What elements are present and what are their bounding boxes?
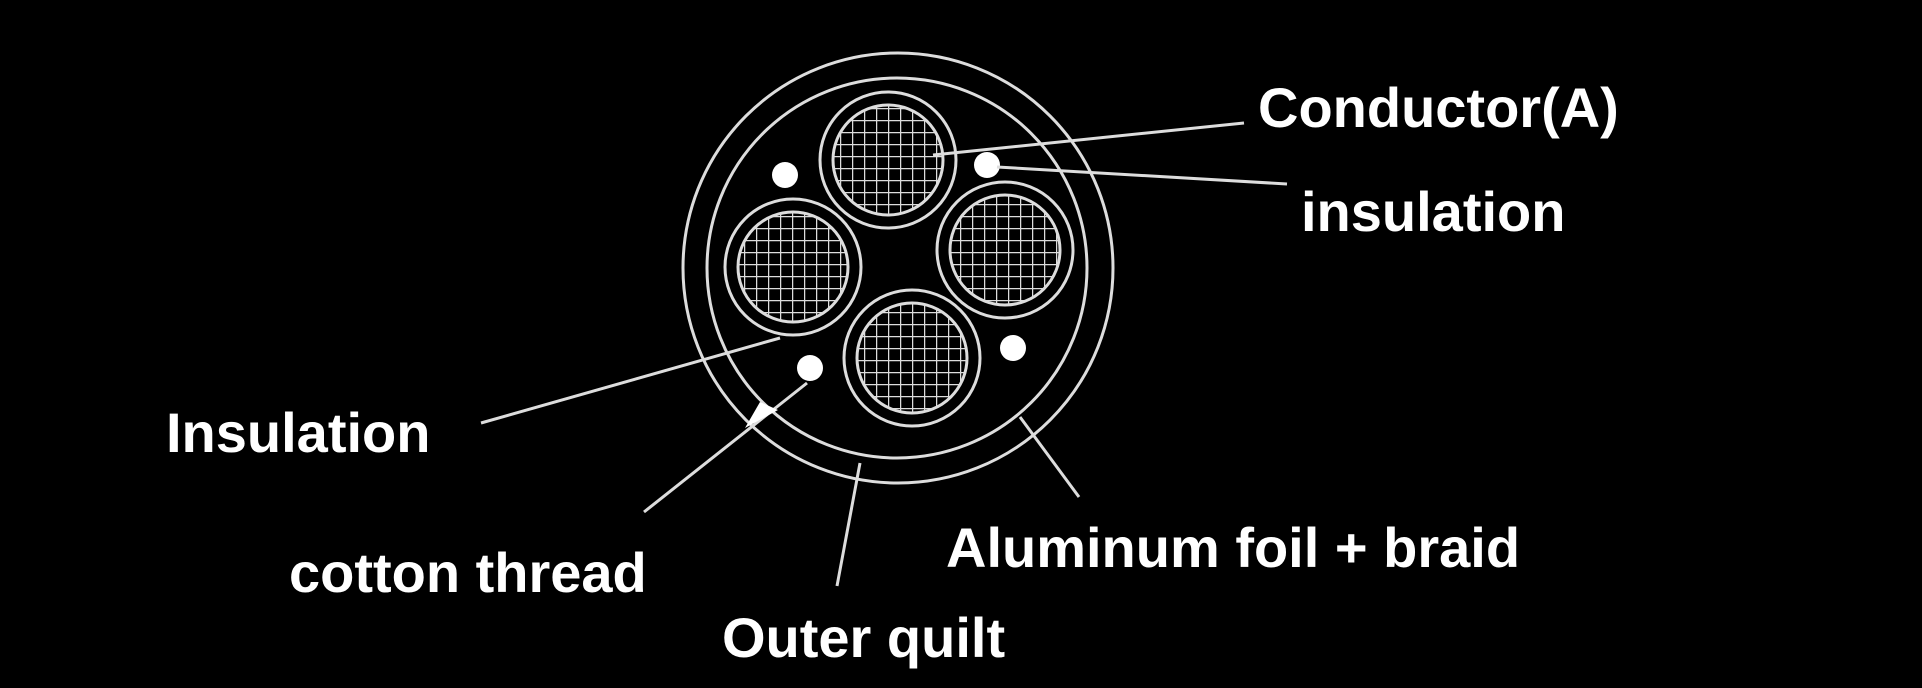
label-insulation-left: Insulation	[166, 401, 431, 464]
conductor-bottom	[842, 288, 982, 428]
leader-conductor	[932, 121, 1245, 157]
conductor-left	[723, 197, 863, 337]
aluminum-foil-braid-layer	[705, 76, 1089, 460]
leader-insulation-right	[996, 165, 1288, 186]
label-aluminum-foil-braid: Aluminum foil + braid	[946, 516, 1521, 579]
outer-sheath	[681, 51, 1115, 485]
conductors	[723, 90, 1075, 428]
conductor-right	[935, 180, 1075, 320]
label-outer-quilt: Outer quilt	[722, 606, 1006, 669]
leader-cotton-thread	[643, 381, 808, 514]
leader-aluminum	[1018, 416, 1081, 498]
leader-insulation-left	[480, 336, 781, 425]
label-insulation-right: insulation	[1301, 180, 1566, 243]
conductor-top	[818, 90, 958, 230]
leader-lines	[480, 121, 1288, 587]
cotton-thread-dots	[772, 152, 1026, 381]
label-cotton-thread: cotton thread	[289, 541, 647, 604]
cotton-thread-pointer	[745, 402, 778, 428]
leader-outer-quilt	[835, 462, 862, 587]
label-conductor: Conductor(A)	[1258, 76, 1619, 139]
